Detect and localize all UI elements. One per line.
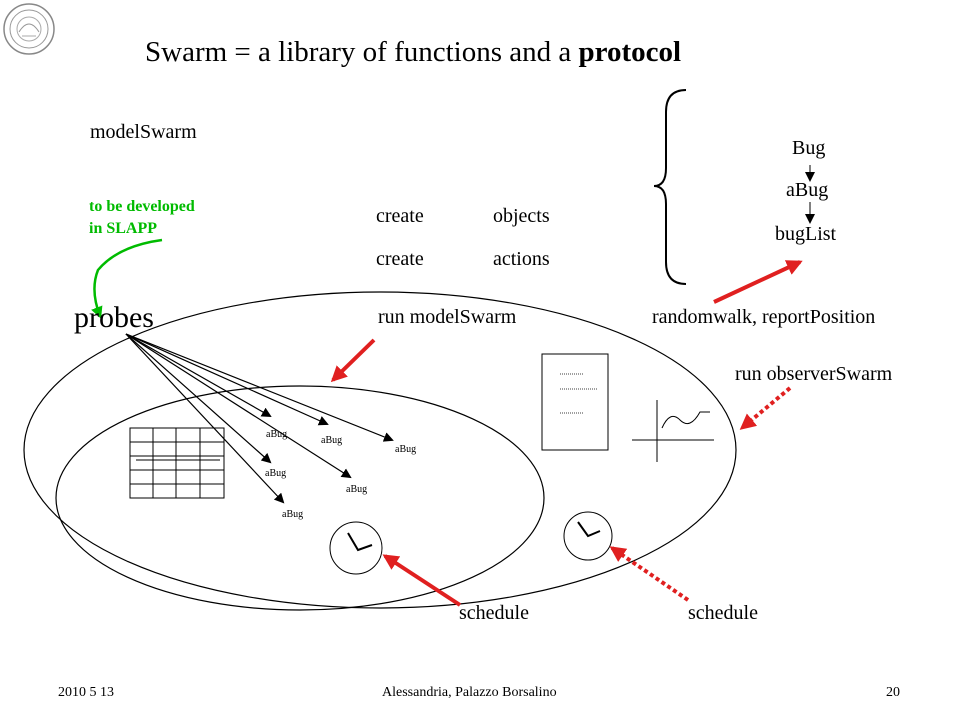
probe-line: [125, 333, 352, 479]
model-swarm-label: modelSwarm: [90, 121, 197, 143]
agent-label: aBug: [265, 468, 287, 479]
clock-icon-left: [329, 521, 383, 575]
schedule-label-left: schedule: [459, 602, 529, 624]
title-prefix: Swarm = a library of functions and a: [145, 36, 579, 68]
agent-label: aBug: [321, 435, 343, 446]
probe-line: [125, 333, 272, 417]
hierarchy-abug: aBug: [786, 179, 829, 201]
space-grid: [129, 427, 225, 499]
red-dotted-arrow-schedule-right: [609, 546, 690, 602]
agent-label: aBug: [395, 444, 417, 455]
university-seal-logo: [3, 3, 55, 55]
create-objects-verb: create: [376, 205, 424, 227]
observer-swarm-ellipse: [23, 291, 737, 609]
agent-label: aBug: [282, 509, 304, 520]
footer-page-number: 20: [886, 685, 900, 700]
footer-date: 2010 5 13: [58, 685, 114, 700]
brace: [653, 89, 687, 285]
red-arrow-run-modelswarm: [330, 338, 376, 383]
schedule-label-right: schedule: [688, 602, 758, 624]
clock-icon-right: [563, 511, 613, 561]
slide-title: Swarm = a library of functions and a pro…: [145, 38, 681, 67]
footer-venue: Alessandria, Palazzo Borsalino: [382, 685, 557, 700]
probe-line: [125, 333, 329, 426]
probe-line: [125, 333, 285, 504]
create-actions-verb: create: [376, 248, 424, 270]
red-dotted-arrow-run-observerswarm: [739, 386, 792, 430]
hierarchy-bug: Bug: [792, 137, 826, 159]
red-arrow-schedule-left: [382, 554, 462, 607]
agent-label: aBug: [266, 429, 288, 440]
probes-label: probes: [74, 301, 154, 334]
title-emphasis: protocol: [578, 36, 682, 68]
graph-icon: [632, 400, 714, 462]
to-be-developed-line2: in SLAPP: [89, 220, 158, 237]
run-observerswarm-label: run observerSwarm: [735, 363, 893, 385]
probe-line: [125, 333, 394, 442]
agent-label: aBug: [346, 484, 368, 495]
objects-label: objects: [493, 205, 550, 227]
green-arrow: [91, 238, 163, 319]
to-be-developed-line1: to be developed: [89, 198, 195, 215]
probe-line: [125, 333, 272, 464]
methods-label: randomwalk, reportPosition: [652, 306, 876, 328]
red-arrow-to-buglist: [713, 260, 803, 304]
model-swarm-ellipse: [55, 385, 545, 611]
hierarchy-buglist: bugList: [775, 223, 837, 245]
actions-label: actions: [493, 248, 550, 270]
display-document: [541, 353, 609, 451]
run-modelswarm-label: run modelSwarm: [378, 306, 517, 328]
